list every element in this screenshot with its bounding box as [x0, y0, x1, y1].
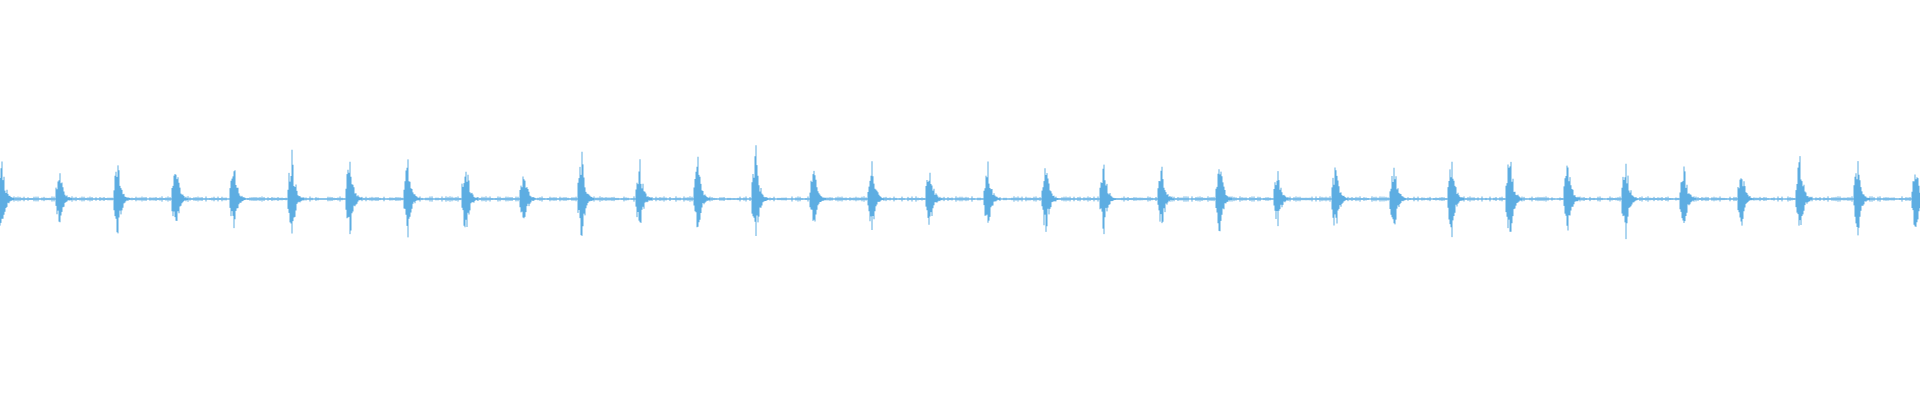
waveform-burst — [635, 159, 653, 223]
waveform-burst — [925, 172, 943, 225]
waveform-burst — [229, 170, 247, 229]
waveform-burst — [577, 151, 595, 236]
waveform-bursts — [0, 145, 1920, 240]
waveform-burst — [1273, 171, 1291, 227]
waveform-burst — [1041, 168, 1059, 232]
waveform-burst — [1621, 163, 1639, 240]
waveform-burst — [1679, 166, 1697, 223]
waveform-burst — [519, 176, 537, 219]
waveform-burst — [1853, 161, 1871, 236]
waveform-burst — [1099, 164, 1117, 235]
waveform-burst — [403, 159, 421, 238]
waveform-burst — [1795, 156, 1813, 226]
waveform-burst — [171, 174, 189, 221]
waveform-burst — [345, 161, 363, 235]
waveform-burst — [1157, 166, 1175, 224]
waveform-burst — [461, 171, 479, 228]
waveform-burst — [983, 161, 1001, 223]
waveform-burst — [1447, 161, 1465, 238]
waveform-burst — [809, 170, 827, 222]
waveform-burst — [1563, 165, 1581, 231]
waveform-burst — [0, 161, 15, 226]
waveform-burst — [693, 156, 711, 228]
waveform-burst — [751, 145, 769, 236]
waveform-burst — [55, 173, 73, 223]
waveform-burst — [867, 161, 885, 230]
waveform-burst — [1911, 174, 1920, 227]
waveform-burst — [1737, 178, 1755, 226]
waveform-burst — [1505, 161, 1523, 232]
waveform-burst — [287, 149, 305, 234]
waveform-burst — [113, 165, 131, 234]
waveform-burst — [1331, 167, 1349, 226]
waveform-burst — [1215, 169, 1233, 232]
waveform-burst — [1389, 167, 1407, 225]
